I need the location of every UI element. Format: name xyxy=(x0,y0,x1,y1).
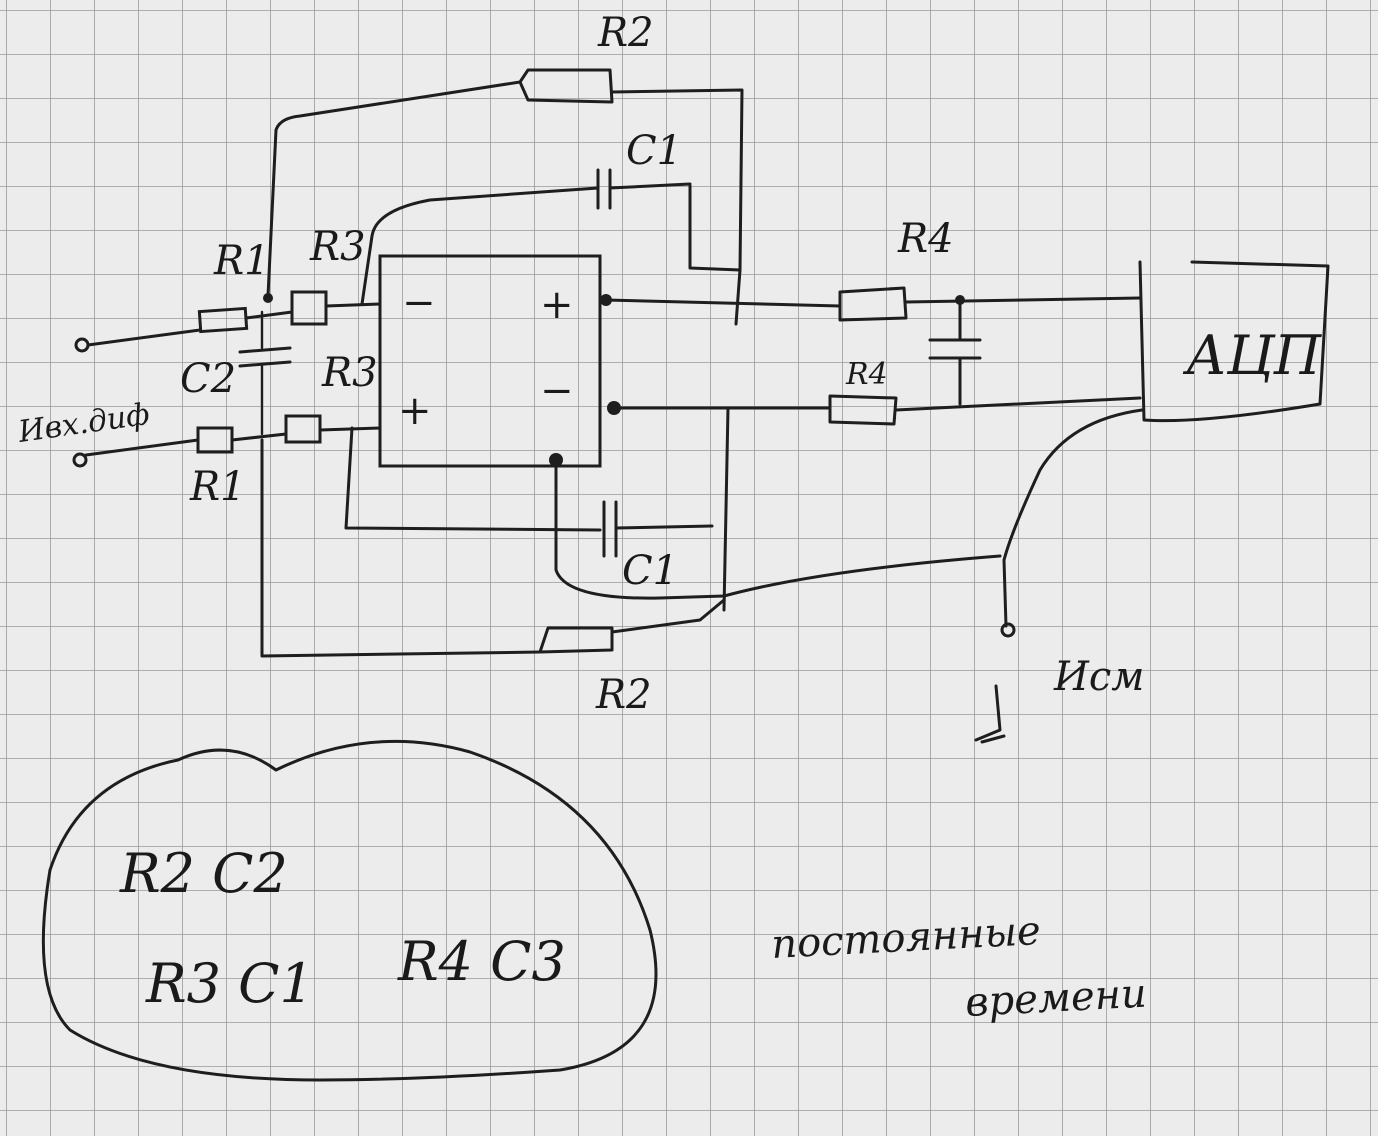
note-pair-r2-c2: R2 C2 xyxy=(119,842,288,905)
c1-top-label: C1 xyxy=(626,128,682,174)
note-caption-line2: времени xyxy=(964,971,1148,1026)
input-wire-top xyxy=(86,328,202,347)
input-terminal-bottom xyxy=(72,452,88,468)
feedback-right-drop xyxy=(734,268,742,326)
r3-to-opamp-bottom xyxy=(318,426,382,432)
time-constants-note: R2 C2 R3 C1 R4 C3 постоянные времени xyxy=(41,739,1148,1082)
ucm-ground-mark xyxy=(974,684,1006,744)
c2-capacitor xyxy=(238,346,292,368)
r2-bottom-label: R2 xyxy=(595,672,652,718)
adc-common-wire xyxy=(1002,408,1144,628)
r1-bottom-label: R1 xyxy=(189,464,246,510)
opamp-plus-input: + xyxy=(398,388,432,434)
r1-to-node-top xyxy=(244,310,294,320)
opamp-minus-input: − xyxy=(402,280,436,326)
adc-box xyxy=(1138,260,1330,423)
c3-capacitor xyxy=(928,298,982,406)
opamp-plus-output: + xyxy=(540,282,574,328)
r4-top-to-adc xyxy=(904,296,1142,304)
feedback-rail-left-bottom xyxy=(260,438,542,658)
feedback-right-bottom xyxy=(722,406,730,612)
c1-top-wire-right xyxy=(608,182,692,190)
c1-bottom-wire-right xyxy=(614,524,714,530)
circuit-schematic: − + + − АЦП R2 C1 R1 R3 xyxy=(15,10,1330,744)
r2-bottom-to-node xyxy=(610,598,726,634)
r1-top-label: R1 xyxy=(213,238,270,284)
output-wire-plus xyxy=(604,298,842,308)
r4-top-label: R4 xyxy=(897,216,954,262)
r2-top-label: R2 xyxy=(597,10,654,56)
r4-top-resistor xyxy=(838,286,908,322)
r3-bottom-label: R3 xyxy=(321,350,378,396)
c1-top-wire-left xyxy=(360,186,600,306)
feedback-rail-left xyxy=(266,80,522,298)
notes-loop xyxy=(41,739,658,1082)
r3-bottom-feedback xyxy=(344,426,602,532)
adc-label: АЦП xyxy=(1182,324,1322,387)
r3-top-label: R3 xyxy=(309,224,366,270)
r1-to-node-bottom xyxy=(230,432,288,442)
opamp-minus-output: − xyxy=(540,368,574,414)
diff-amplifier-box xyxy=(378,254,602,468)
ucm-terminal xyxy=(1000,622,1016,638)
r2-top-resistor xyxy=(518,68,614,104)
c2-label: C2 xyxy=(180,356,236,402)
note-pair-r4-c3: R4 C3 xyxy=(397,930,566,993)
r4-bottom-label: R4 xyxy=(845,357,888,392)
common-mode-wire xyxy=(554,458,1002,600)
node-dot xyxy=(263,293,273,303)
note-pair-r3-c1: R3 C1 xyxy=(145,952,314,1015)
r4-bottom-resistor xyxy=(828,394,898,426)
r3-top-resistor xyxy=(290,290,328,326)
input-wire-bottom xyxy=(84,438,200,457)
ucm-label: Исм xyxy=(1053,654,1144,700)
r3-to-opamp-top xyxy=(324,302,382,308)
c1-bottom-label: C1 xyxy=(622,548,678,594)
r4-bottom-to-adc xyxy=(894,396,1142,412)
r2-bottom-resistor xyxy=(538,626,614,654)
